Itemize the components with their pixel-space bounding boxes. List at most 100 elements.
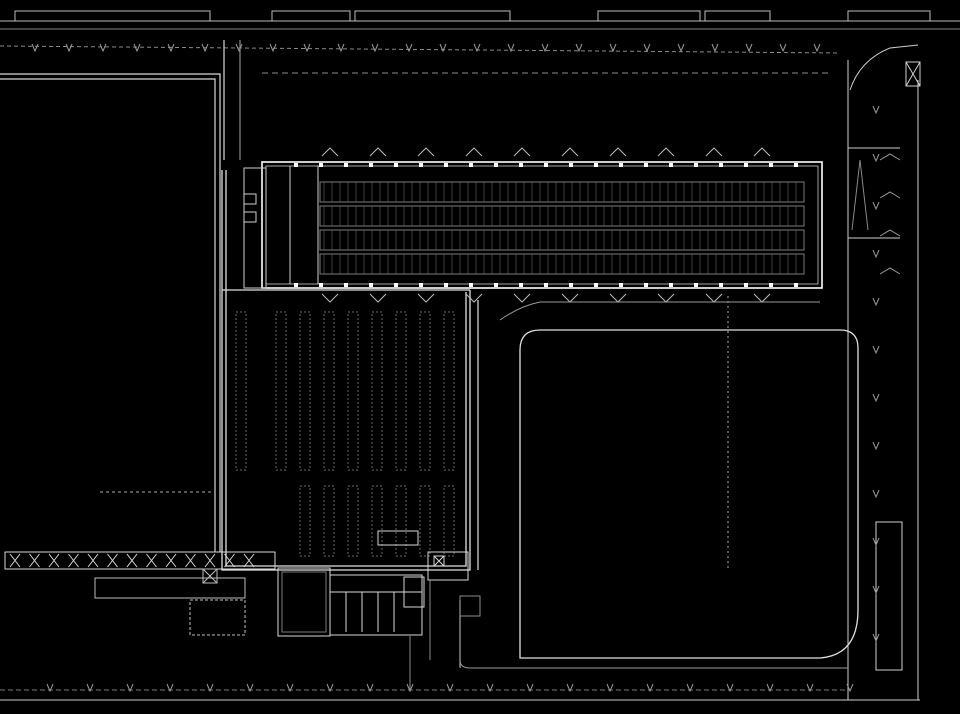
dock-doors xyxy=(294,163,798,287)
dimension-tick xyxy=(846,683,854,693)
parking-stall-mark xyxy=(126,553,138,568)
dock-door xyxy=(744,283,748,287)
parking-stall-mark xyxy=(29,553,40,568)
dimension-tick xyxy=(167,43,175,53)
dock-approach-chevrons xyxy=(321,147,771,303)
dock-door xyxy=(319,163,323,167)
dimension-tick xyxy=(813,43,821,53)
dock-door xyxy=(619,163,623,167)
dimension-tick xyxy=(473,43,481,53)
rack-aisle xyxy=(275,311,287,471)
dimension-tick xyxy=(541,43,549,53)
dimension-tick xyxy=(201,43,209,53)
dimension-tick xyxy=(779,43,787,53)
dock-chevron xyxy=(561,147,579,157)
dock-door xyxy=(369,163,373,167)
dimension-tick xyxy=(99,43,107,53)
dock-door xyxy=(344,283,348,287)
parking-stall-mark xyxy=(243,553,255,568)
yard-marker xyxy=(872,201,880,211)
dock-chevron xyxy=(465,147,483,157)
dock-door xyxy=(644,163,648,167)
dock-door xyxy=(444,283,448,287)
rack-aisle xyxy=(443,485,455,557)
rack-aisle xyxy=(299,485,311,557)
dimension-tick xyxy=(446,683,454,693)
dock-door xyxy=(519,163,523,167)
dock-chevron xyxy=(369,293,387,303)
dock-building-outer-wall xyxy=(261,161,823,289)
dock-rack-row xyxy=(319,181,805,203)
right-gate-area xyxy=(848,44,921,671)
parking-stall-mark xyxy=(48,553,60,568)
dock-door xyxy=(319,283,323,287)
dock-chevron xyxy=(417,293,435,303)
yard-marker xyxy=(872,249,880,259)
property-lines xyxy=(0,60,920,701)
dock-door xyxy=(694,163,698,167)
parking-stall-mark xyxy=(146,553,157,568)
rack-aisle xyxy=(419,311,431,471)
dock-door xyxy=(419,283,423,287)
lower-office-block xyxy=(277,530,481,692)
dock-door xyxy=(719,163,723,167)
yard-inner-boundary xyxy=(519,329,859,659)
dock-door xyxy=(469,163,473,167)
dock-door xyxy=(519,283,523,287)
parking-stall-mark xyxy=(9,553,21,568)
yard-marker xyxy=(872,441,880,451)
dimension-tick xyxy=(575,43,583,53)
top-dimension-ticks xyxy=(31,43,821,53)
yard-marker xyxy=(872,585,880,595)
dock-door xyxy=(644,283,648,287)
dimension-tick xyxy=(439,43,447,53)
warehouse-main-building xyxy=(221,170,471,571)
dock-chevron xyxy=(609,147,627,157)
parking-stall-mark xyxy=(68,553,79,568)
dimension-tick xyxy=(726,683,734,693)
dimension-tick xyxy=(609,43,617,53)
dimension-tick xyxy=(269,43,277,53)
dimension-tick xyxy=(766,683,774,693)
dock-door xyxy=(419,163,423,167)
dock-chevron xyxy=(705,147,723,157)
dock-door xyxy=(769,283,773,287)
dock-chevron xyxy=(321,293,339,303)
dimension-tick xyxy=(86,683,94,693)
dimension-tick xyxy=(606,683,614,693)
dimension-tick xyxy=(526,683,534,693)
yard-marker xyxy=(872,393,880,403)
dock-door xyxy=(594,163,598,167)
parking-stall-mark xyxy=(204,553,216,568)
rack-aisle xyxy=(371,311,383,471)
dimension-tick xyxy=(206,683,214,693)
dimension-tick xyxy=(677,43,685,53)
rack-aisle xyxy=(347,311,359,471)
dock-door xyxy=(669,283,673,287)
dock-door xyxy=(569,283,573,287)
top-boundary xyxy=(0,10,960,54)
rack-aisle xyxy=(347,485,359,557)
yard-arrow xyxy=(879,191,901,199)
yard-marker xyxy=(872,489,880,499)
rack-aisle xyxy=(395,485,407,557)
dimension-tick xyxy=(405,43,413,53)
dimension-tick xyxy=(303,43,311,53)
dock-door xyxy=(719,283,723,287)
dock-chevron xyxy=(465,293,483,303)
yard-marker xyxy=(872,537,880,547)
dimension-tick xyxy=(745,43,753,53)
bottom-dimension-ticks xyxy=(46,683,854,693)
dimension-tick xyxy=(486,683,494,693)
dimension-tick xyxy=(326,683,334,693)
left-parking-row xyxy=(4,551,276,570)
dock-door xyxy=(694,283,698,287)
dimension-tick xyxy=(686,683,694,693)
rack-aisle xyxy=(323,485,335,557)
dock-building xyxy=(243,161,823,289)
dock-rack-row xyxy=(319,253,805,275)
dock-door xyxy=(544,283,548,287)
dock-door xyxy=(744,163,748,167)
